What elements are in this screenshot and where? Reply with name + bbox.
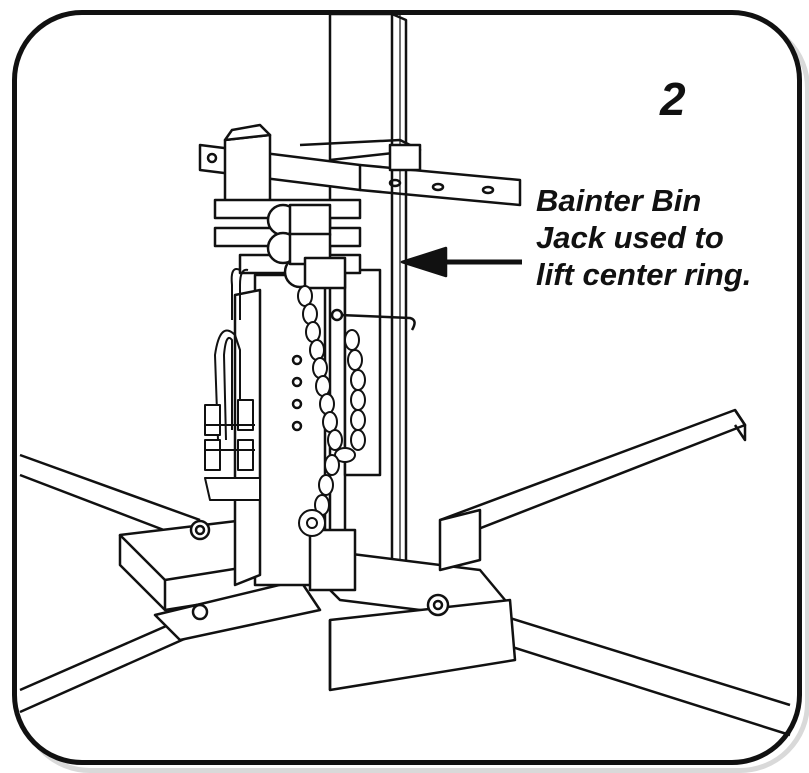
caption-line-3: lift center ring. — [536, 257, 752, 292]
pointer-arrow — [400, 246, 522, 278]
center-post — [328, 12, 408, 582]
base-feet — [118, 508, 517, 692]
floor-rails — [19, 408, 791, 737]
step-number: 2 — [660, 73, 686, 125]
chain — [297, 285, 366, 537]
caption-line-1: Bainter Bin — [536, 183, 702, 218]
hydraulic-hose — [204, 268, 261, 501]
rollers — [266, 203, 347, 290]
caption-line-2: Jack used to — [536, 220, 724, 255]
caption: Bainter Bin Jack used to lift center rin… — [536, 182, 751, 293]
handle — [330, 308, 416, 331]
